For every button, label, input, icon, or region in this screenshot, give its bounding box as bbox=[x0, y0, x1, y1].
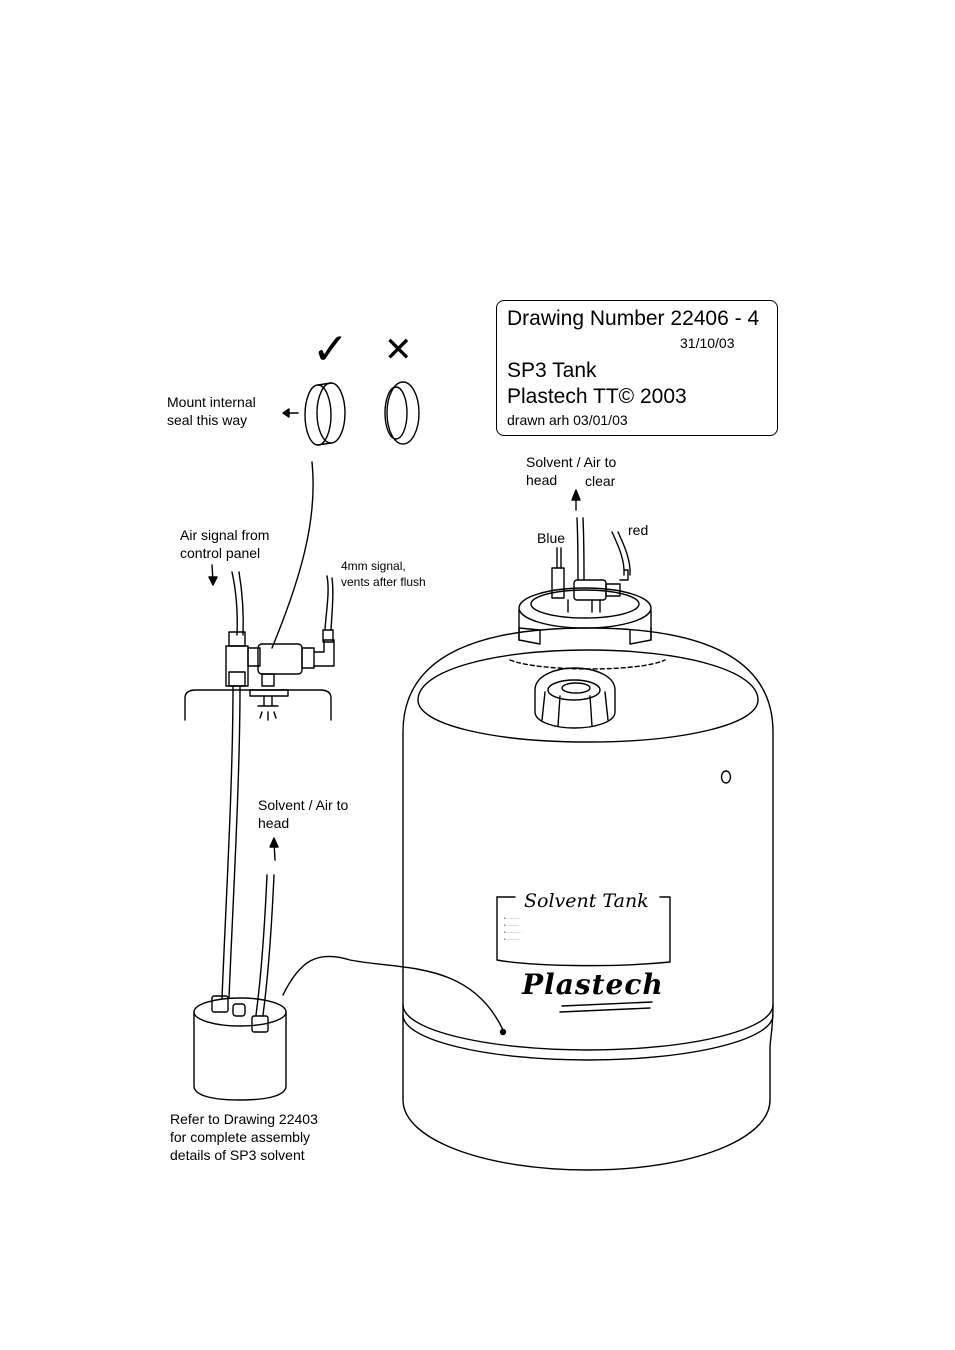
arrow-down-icon bbox=[208, 564, 218, 586]
red-label: red bbox=[628, 522, 649, 538]
solvent-low-line2: head bbox=[258, 815, 290, 831]
drawn-by: drawn arh 03/01/03 bbox=[507, 412, 628, 428]
drawing-number: Drawing Number 22406 - 4 bbox=[507, 307, 760, 330]
refer-line3: details of SP3 solvent bbox=[170, 1147, 305, 1163]
seal-note-line2: seal this way bbox=[167, 412, 248, 428]
arrow-up-icon bbox=[269, 837, 279, 861]
seal-note-line1: Mount internal bbox=[167, 394, 256, 410]
air-pipe bbox=[221, 685, 241, 999]
solvent-top-line2: head bbox=[526, 472, 558, 488]
collar-fittings bbox=[551, 517, 631, 613]
brand-underline bbox=[559, 1001, 653, 1013]
tank-lid bbox=[534, 667, 616, 729]
drawing-date: 31/10/03 bbox=[680, 335, 735, 351]
copyright: Plastech TT© 2003 bbox=[507, 385, 687, 408]
seal-correct bbox=[304, 382, 346, 446]
solvent-head bbox=[193, 995, 287, 1101]
signal-4mm-line2: vents after flush bbox=[341, 575, 426, 589]
refer-line1: Refer to Drawing 22403 bbox=[170, 1111, 318, 1127]
refer-line2: for complete assembly bbox=[170, 1129, 311, 1145]
tank-label-title: Solvent Tank bbox=[524, 890, 649, 912]
air-signal-note: Air signal from control panel bbox=[180, 526, 269, 562]
signal-4mm-note: 4mm signal, vents after flush bbox=[341, 558, 426, 590]
product-name: SP3 Tank bbox=[507, 359, 597, 382]
leader-tank bbox=[282, 955, 504, 1031]
check-icon: ✓ bbox=[312, 325, 349, 374]
clear-label: clear bbox=[585, 473, 616, 489]
valve-assembly bbox=[184, 571, 335, 721]
refer-note: Refer to Drawing 22403 for complete asse… bbox=[170, 1110, 318, 1164]
seal-wrong bbox=[384, 381, 420, 445]
air-signal-line1: Air signal from bbox=[180, 527, 270, 543]
leader-seal bbox=[271, 461, 314, 649]
tank-label-panel bbox=[496, 896, 671, 967]
solvent-low-line1: Solvent / Air to bbox=[258, 797, 349, 813]
tank-gauge bbox=[720, 770, 732, 784]
tank-brand: Plastech bbox=[522, 968, 664, 1001]
arrow-left-icon bbox=[282, 408, 299, 418]
title-block: Drawing Number 22406 - 4 31/10/03 SP3 Ta… bbox=[496, 300, 778, 436]
cross-icon: ✕ bbox=[384, 331, 413, 369]
solvent-top-note: Solvent / Air to head bbox=[526, 453, 616, 489]
seal-note: Mount internal seal this way bbox=[167, 393, 256, 429]
signal-4mm-line1: 4mm signal, bbox=[341, 559, 406, 573]
solvent-pipe bbox=[255, 874, 275, 1016]
solvent-low-note: Solvent / Air to head bbox=[258, 796, 348, 832]
air-signal-line2: control panel bbox=[180, 545, 261, 561]
tank-label-smallprint: • ········ • ······· • ········· • ·····… bbox=[504, 916, 523, 943]
arrow-up-icon bbox=[571, 489, 581, 511]
tank-collar bbox=[518, 587, 652, 645]
blue-label: Blue bbox=[537, 530, 566, 546]
solvent-top-line1: Solvent / Air to bbox=[526, 454, 617, 470]
